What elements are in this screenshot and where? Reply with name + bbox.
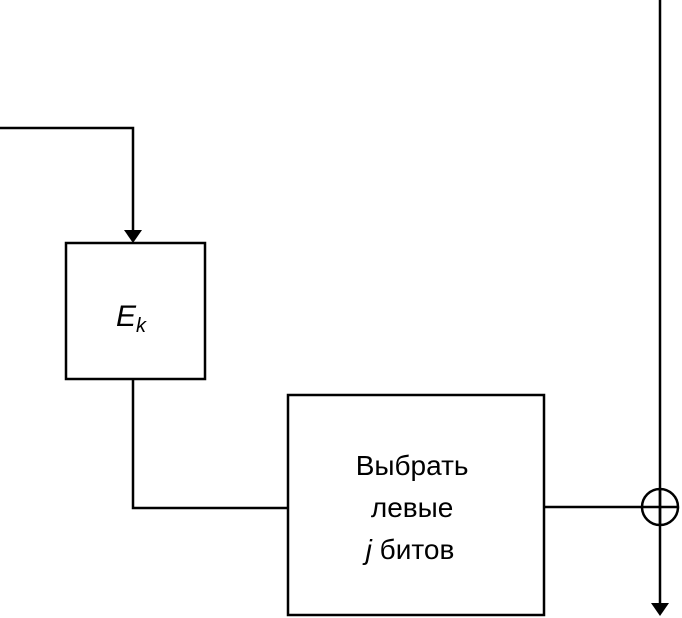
select-bits-block bbox=[286, 393, 546, 617]
cipher-label: Ek bbox=[116, 300, 147, 337]
cipher-block bbox=[64, 241, 207, 381]
input-arrowhead bbox=[124, 230, 142, 243]
select-label-line2: левые bbox=[371, 492, 453, 523]
select-label-line3: битов bbox=[372, 534, 454, 565]
select-label: Выбрать левые j битов bbox=[356, 450, 477, 565]
input-wire bbox=[0, 126, 135, 232]
select-label-line1: Выбрать bbox=[356, 450, 469, 481]
output-arrowhead bbox=[651, 603, 669, 616]
cipher-output-wire bbox=[131, 379, 288, 510]
xor-icon bbox=[640, 487, 680, 527]
cipher-symbol: E bbox=[116, 300, 137, 333]
select-label-var: j bbox=[362, 534, 373, 565]
cipher-subscript: k bbox=[136, 315, 147, 337]
